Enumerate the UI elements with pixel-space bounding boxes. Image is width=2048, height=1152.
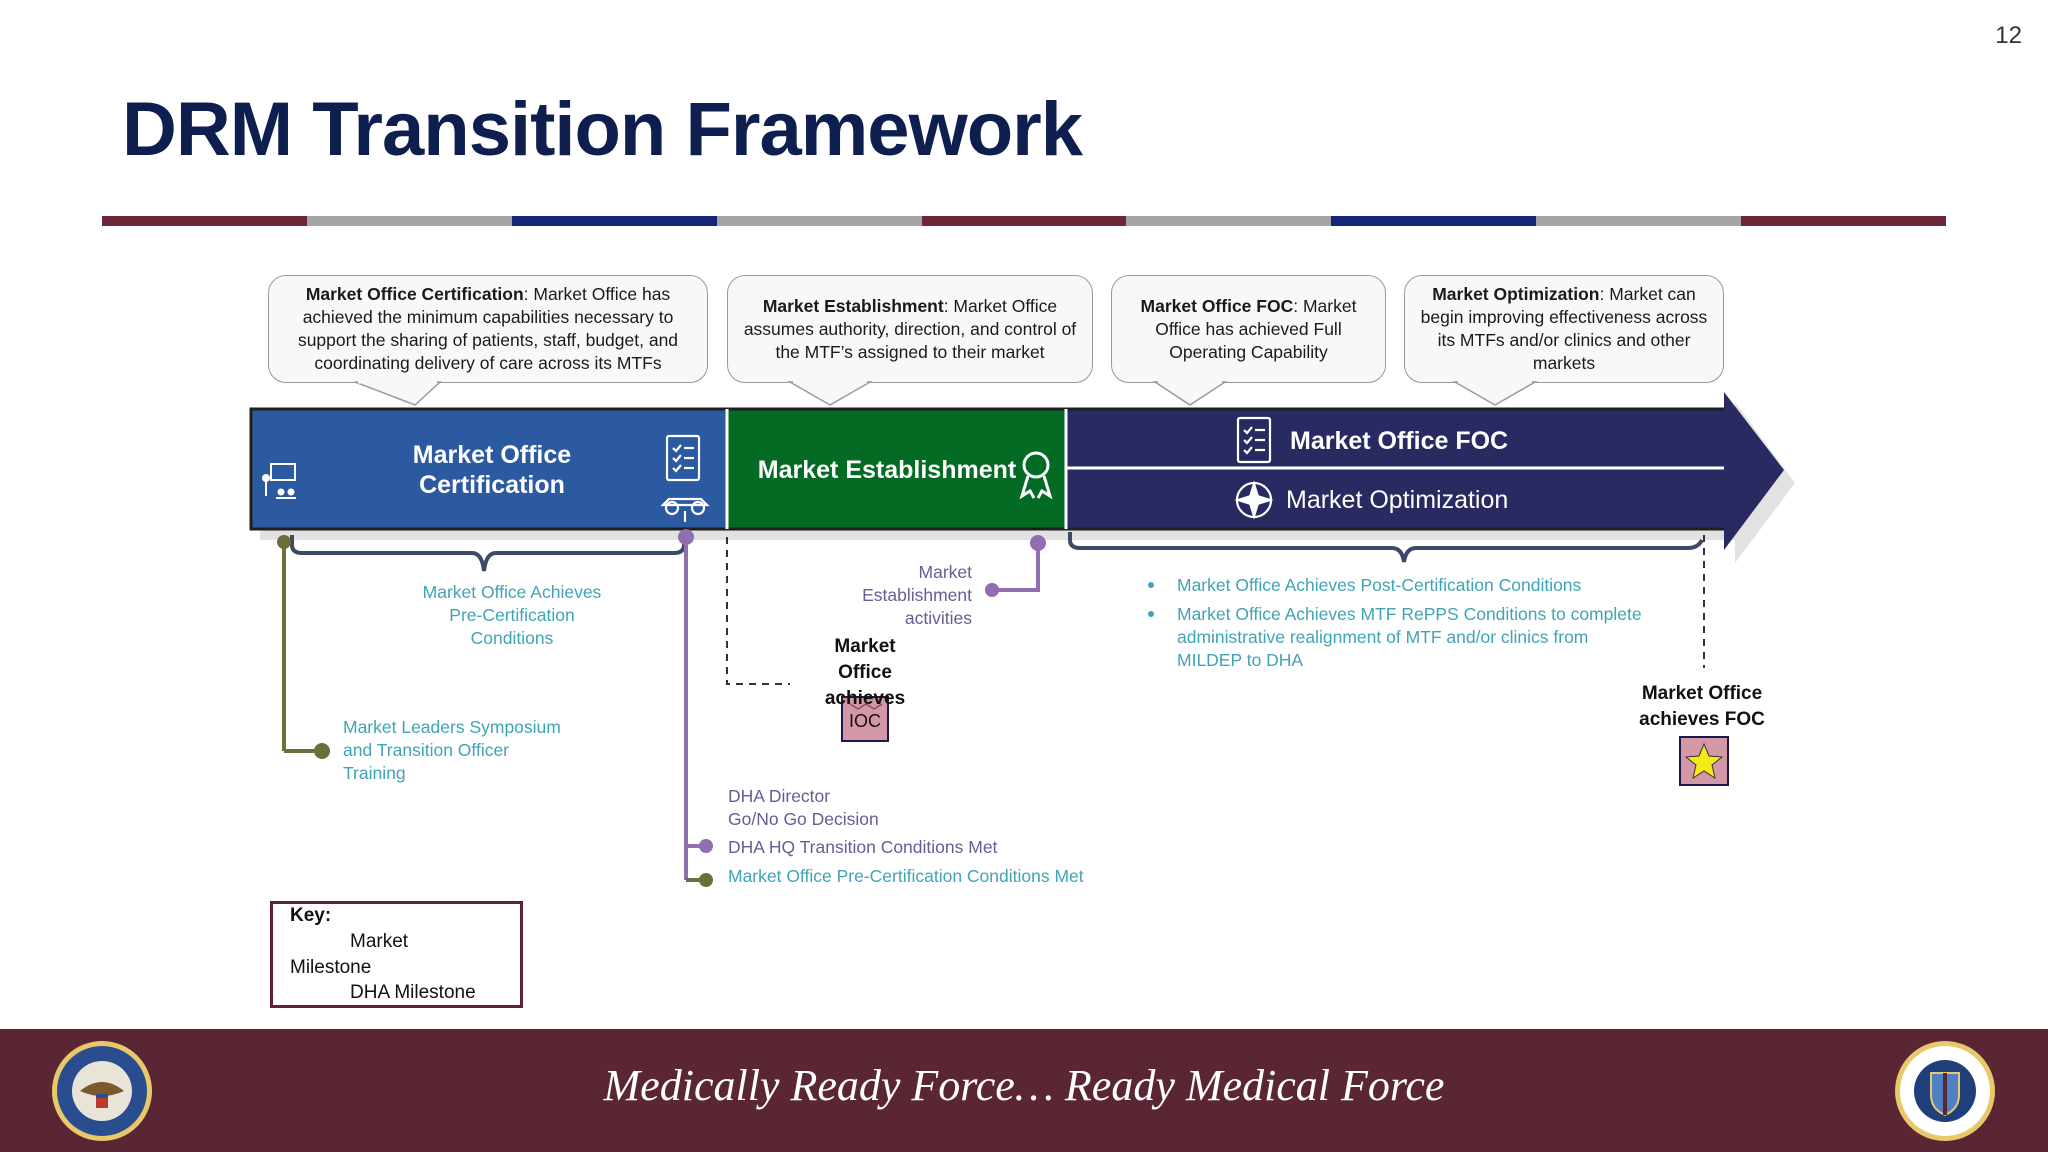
callout-foc-title: Market Office FOC	[1140, 295, 1294, 316]
legend-market-line2: Milestone	[290, 957, 372, 978]
page-title: DRM Transition Framework	[122, 87, 1083, 172]
checklist-foc-icon	[1236, 416, 1272, 464]
dha-seal-logo	[1895, 1041, 1995, 1141]
footer-bar	[0, 1029, 2048, 1152]
callout-certification-text: : Market Office has achieved the minimum…	[297, 284, 679, 373]
divider-segment	[1331, 216, 1537, 226]
divider-segment	[1741, 216, 1947, 226]
divider-segment	[511, 216, 717, 226]
ioc-dashed-connector	[726, 537, 790, 685]
brace-pre-certification	[290, 535, 686, 572]
star-icon	[1684, 742, 1724, 780]
divider-segment	[102, 216, 307, 226]
ioc-badge-label: IOC	[848, 711, 881, 731]
dha-director-annotation: DHA Director Go/No Go Decision	[728, 786, 879, 829]
callout-foc-tail	[1152, 381, 1228, 406]
phase-certification-line2: Certification	[419, 471, 565, 499]
phase-foc-label: Market Office FOC	[1290, 427, 1509, 455]
legend-market-line1: Market	[350, 931, 409, 952]
market-milestone-dot	[699, 873, 713, 887]
callout-certification-tail	[354, 381, 442, 406]
bullet-dot	[1148, 582, 1154, 588]
callout-foc-text: : Market Office has achieved Full Operat…	[1155, 295, 1357, 362]
dha-milestone-dot	[699, 839, 713, 853]
phase-establishment-label: Market Establishment	[757, 456, 1017, 484]
legend-box	[270, 901, 523, 1008]
callout-optimization-tail	[1452, 381, 1538, 406]
bullet-post-certification: Market Office Achieves Post-Certificatio…	[1177, 575, 1582, 595]
legend-title: Key:	[290, 905, 332, 926]
dha-milestone-dot	[678, 529, 694, 545]
post-certification-bullets: Market Office Achieves Post-Certificatio…	[1177, 574, 1717, 672]
title-divider	[102, 216, 1947, 226]
callout-establishment-title: Market Establishment	[762, 295, 944, 316]
callout-certification-title: Market Office Certification	[305, 284, 524, 304]
callout-establishment-text: : Market Office assumes authority, direc…	[743, 295, 1077, 362]
divider-segment	[1126, 216, 1332, 226]
handshake-icon	[660, 497, 710, 522]
footer-tagline: Medically Ready Force… Ready Medical For…	[603, 1061, 1445, 1110]
establishment-activities-annotation: Market Establishment activities	[862, 562, 972, 628]
compass-icon	[1234, 480, 1274, 520]
market-milestone-dot	[277, 535, 291, 549]
callout-establishment: Market Establishment: Market Office assu…	[727, 275, 1093, 383]
callout-establishment-tail	[787, 381, 873, 406]
phase-certification-label: Market Office Certification	[372, 440, 612, 500]
market-milestone-dot	[314, 743, 330, 759]
page-number: 12	[1995, 22, 2022, 49]
dod-seal-logo	[52, 1041, 152, 1141]
callout-optimization: Market Optimization: Market can begin im…	[1404, 275, 1724, 383]
award-ribbon-icon	[1019, 451, 1053, 500]
pre-certification-annotation: Market Office Achieves Pre-Certification…	[422, 582, 602, 648]
phase-optimization-label: Market Optimization	[1286, 486, 1509, 514]
bullet-repps: Market Office Achieves MTF RePPS Conditi…	[1177, 604, 1642, 670]
brace-post-certification	[1068, 532, 1704, 563]
divider-segment	[306, 216, 512, 226]
callout-optimization-title: Market Optimization	[1432, 284, 1600, 304]
dha-milestone-dot	[985, 583, 999, 597]
ioc-label: Market Office achieves	[824, 636, 906, 709]
checklist-icon	[665, 434, 701, 482]
foc-label: Market Office achieves FOC	[1639, 683, 1765, 730]
band-certification	[249, 407, 729, 531]
bullet-dot	[1148, 611, 1154, 617]
callout-optimization-text: : Market can begin improving effectivene…	[1420, 284, 1708, 373]
callout-foc: Market Office FOC: Market Office has ach…	[1111, 275, 1386, 383]
divider-segment	[921, 216, 1127, 226]
legend-dha: DHA Milestone	[350, 982, 476, 1003]
band-establishment	[725, 407, 1068, 531]
dha-milestone-dot	[1030, 535, 1046, 551]
band-foc-arrow	[1066, 392, 1784, 550]
phase-certification-line1: Market Office	[412, 441, 572, 469]
symposium-annotation: Market Leaders Symposium and Transition …	[343, 717, 561, 783]
presenter-icon	[262, 463, 296, 499]
callout-certification: Market Office Certification: Market Offi…	[268, 275, 708, 383]
pre-certification-met-annotation: Market Office Pre-Certification Conditio…	[728, 866, 1084, 886]
divider-segment	[1536, 216, 1742, 226]
dha-hq-annotation: DHA HQ Transition Conditions Met	[728, 837, 998, 857]
divider-segment	[716, 216, 922, 226]
